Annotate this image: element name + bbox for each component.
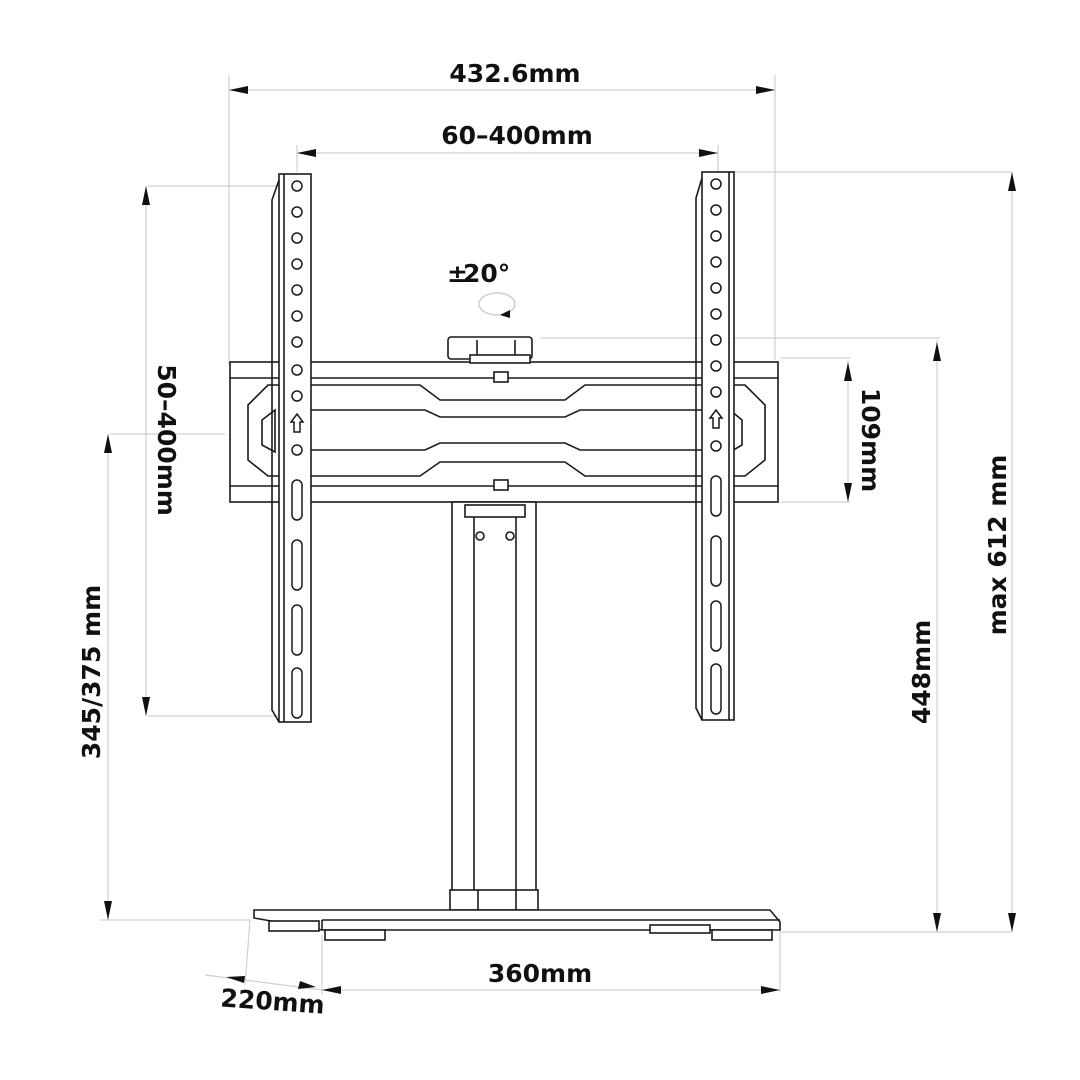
tilt-sign: ± — [447, 259, 468, 288]
base-plate — [253, 909, 781, 941]
vesa-horizontal-label: 60–400mm — [441, 121, 593, 150]
tilt-label: 20° — [463, 259, 510, 288]
extension-lines — [100, 75, 1012, 995]
total-width-label: 432.6mm — [449, 59, 580, 88]
base-width-label: 360mm — [488, 959, 592, 988]
max-height-label: max 612 mm — [983, 455, 1012, 636]
min-height-label: 448mm — [907, 620, 936, 724]
left-vertical-bracket — [271, 173, 312, 723]
bracket-height-label: 109mm — [856, 388, 885, 492]
vesa-vertical-label: 50–400mm — [152, 364, 181, 516]
base-depth-label: 220mm — [220, 983, 326, 1019]
right-vertical-bracket — [695, 171, 735, 721]
dimension-lines — [104, 86, 1016, 994]
column — [449, 501, 539, 911]
screen-center-height-label: 345/375 mm — [77, 585, 106, 759]
rotation-arrow-icon — [478, 292, 516, 318]
pivot-mount — [447, 336, 533, 364]
